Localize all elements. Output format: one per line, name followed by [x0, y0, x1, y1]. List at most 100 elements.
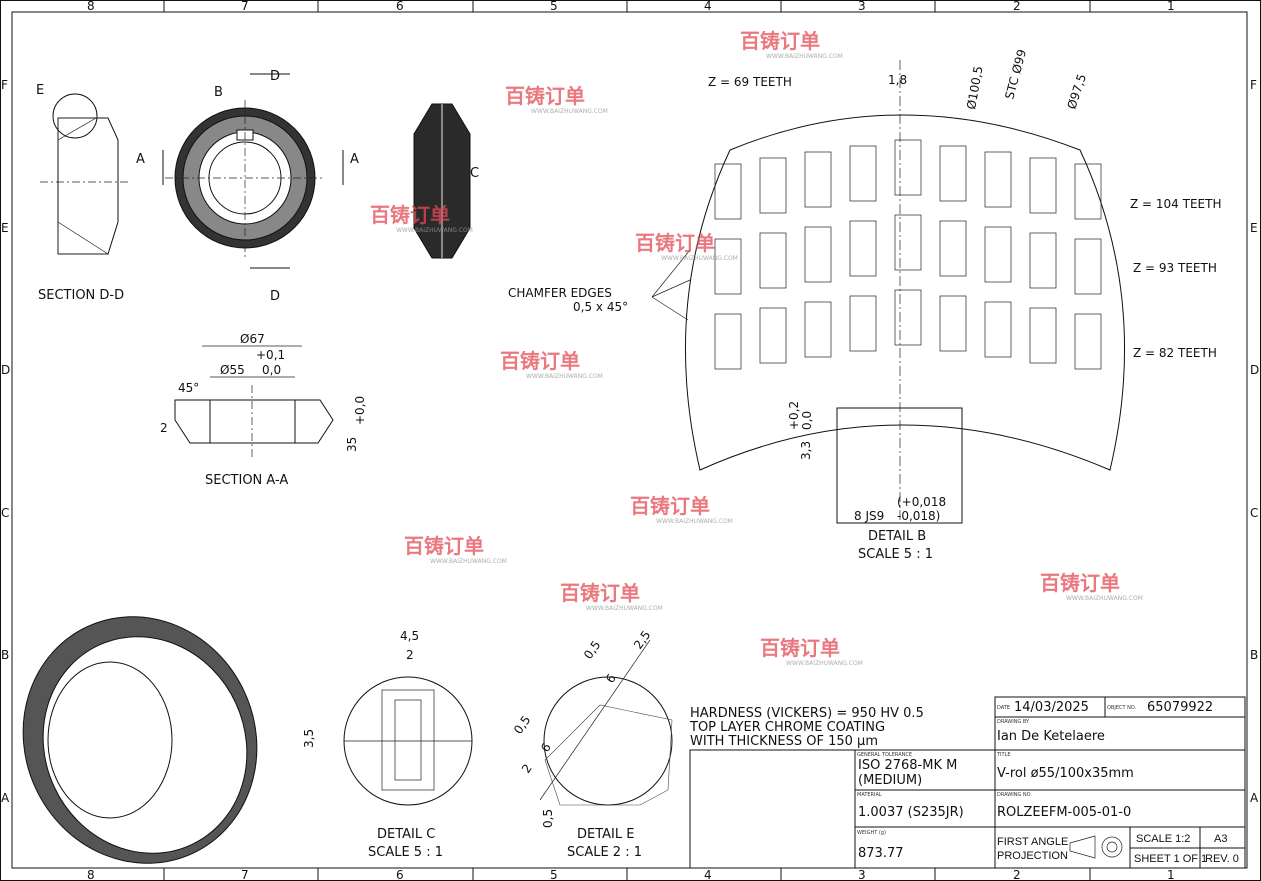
- material-label: MATERIAL: [857, 792, 882, 798]
- dim-tolerance: -0,018): [897, 509, 940, 523]
- gear-tooth: [1029, 157, 1057, 214]
- weight-label: WEIGHT (g): [857, 830, 886, 836]
- detail-e-title: DETAIL E: [577, 827, 634, 842]
- note-coating: TOP LAYER CHROME COATING: [689, 720, 885, 735]
- dim-2-5: 2,5: [631, 628, 653, 652]
- row-label: B: [1250, 648, 1258, 662]
- weight-value: 873.77: [858, 846, 904, 861]
- section-a-marker: A: [136, 152, 145, 167]
- watermark-logo: 百铸订单: [560, 581, 640, 605]
- row-label: F: [1, 78, 8, 92]
- dim-0-5: 0,5: [581, 638, 603, 662]
- section-dd-view: E SECTION D-D: [36, 83, 130, 303]
- date-label: DATE: [997, 705, 1010, 711]
- dim-6: 6: [538, 740, 554, 754]
- row-label: B: [1, 648, 9, 662]
- label-teeth-82: Z = 82 TEETH: [1133, 346, 1217, 360]
- drawn-by-value: Ian De Ketelaere: [997, 729, 1105, 744]
- watermark-logo: 百铸订单: [370, 203, 450, 227]
- title-label: TITLE: [996, 752, 1011, 758]
- label-teeth-104: Z = 104 TEETH: [1130, 197, 1221, 211]
- dim-key-width: 8 JS9: [854, 509, 884, 523]
- gear-tooth: [939, 145, 967, 202]
- row-label: D: [1250, 363, 1259, 377]
- column-label: 4: [704, 868, 712, 881]
- section-aa-title: SECTION A-A: [205, 473, 288, 488]
- column-label: 6: [396, 0, 404, 13]
- dim-2: 2: [519, 761, 535, 775]
- dim-chamfer-angle: 45°: [178, 381, 199, 395]
- column-label: 8: [87, 868, 95, 881]
- gear-tooth: [894, 289, 922, 346]
- section-dd-title: SECTION D-D: [38, 288, 124, 303]
- detail-b-view: Z = 69 TEETH 1,8 Ø100,5 STC Ø99 Ø97,5 Z …: [508, 48, 1221, 562]
- section-d-marker: D: [270, 289, 280, 304]
- watermark-logo: 百铸订单: [630, 494, 710, 518]
- gear-tooth: [1029, 232, 1057, 289]
- detail-b-marker: B: [214, 85, 223, 100]
- gear-tooth: [939, 295, 967, 352]
- detail-c-scale: SCALE 5 : 1: [368, 845, 443, 860]
- column-label: 2: [1013, 868, 1021, 881]
- watermark-url: WWW.BAIZHUWANG.COM: [396, 227, 473, 234]
- row-label: E: [1250, 221, 1258, 235]
- gear-tooth: [759, 232, 787, 289]
- dim-tolerance: 0,0: [800, 411, 814, 430]
- title-block: DATE 14/03/2025 OBJECT NO. 65079922 DRAW…: [689, 696, 1246, 869]
- watermark-url: WWW.BAIZHUWANG.COM: [430, 558, 507, 565]
- gear-side-view: C: [413, 103, 479, 259]
- gear-tooth: [759, 157, 787, 214]
- dim-0-5: 0,5: [511, 713, 533, 737]
- column-label: 4: [704, 0, 712, 13]
- object-no-label: OBJECT NO.: [1107, 705, 1137, 711]
- dim-tolerance: (+0,018: [897, 495, 946, 509]
- tolerance-value: ISO 2768-MK M: [858, 758, 957, 773]
- column-label: 7: [241, 868, 249, 881]
- watermark-url: WWW.BAIZHUWANG.COM: [656, 518, 733, 525]
- row-label: A: [1, 791, 10, 805]
- dim-tolerance: +0,2: [787, 401, 801, 430]
- dim-2: 2: [406, 648, 414, 662]
- detail-c-title: DETAIL C: [377, 827, 435, 842]
- date-value: 14/03/2025: [1014, 700, 1089, 715]
- first-angle-projection-icon: [1069, 835, 1123, 859]
- detail-c-marker: C: [470, 166, 479, 181]
- label-chamfer-size: 0,5 x 45°: [573, 300, 628, 314]
- dim-height: 35: [345, 437, 359, 452]
- frame-row-labels: F E D C B A F E D C B A: [1, 78, 1259, 805]
- dim-diameter-100-5: Ø100,5: [964, 65, 985, 111]
- watermark-logo: 百铸订单: [760, 636, 840, 660]
- isometric-view: [22, 616, 258, 864]
- section-d-marker: D: [270, 69, 280, 84]
- gear-tooth: [804, 151, 832, 208]
- gear-tooth: [849, 295, 877, 352]
- detail-e-scale: SCALE 2 : 1: [567, 845, 642, 860]
- column-label: 1: [1167, 868, 1175, 881]
- drawing-no-label: DRAWING NO.: [997, 792, 1032, 798]
- column-label: 5: [550, 0, 558, 13]
- dim-diameter-97-5: Ø97,5: [1065, 72, 1089, 111]
- dim-key-depth: 3,3: [799, 441, 813, 460]
- gear-tooth: [984, 151, 1012, 208]
- column-label: 3: [858, 868, 866, 881]
- scale-value: SCALE 1:2: [1136, 833, 1190, 845]
- section-aa-view: Ø67 +0,1 Ø55 0,0 45° 2 +0,0 35 SECTION A…: [160, 332, 367, 488]
- notes: HARDNESS (VICKERS) = 950 HV 0.5 TOP LAYE…: [689, 706, 924, 749]
- gear-tooth: [984, 226, 1012, 283]
- dim-outer-diameter: Ø67: [240, 332, 265, 346]
- note-hardness: HARDNESS (VICKERS) = 950 HV 0.5: [690, 706, 924, 721]
- label-teeth-69: Z = 69 TEETH: [708, 75, 792, 89]
- gear-tooth: [894, 139, 922, 196]
- gear-tooth: [1029, 307, 1057, 364]
- row-label: E: [1, 221, 9, 235]
- watermark-url: WWW.BAIZHUWANG.COM: [786, 660, 863, 667]
- gear-tooth: [714, 238, 742, 295]
- label-teeth-93: Z = 93 TEETH: [1133, 261, 1217, 275]
- detail-b-scale: SCALE 5 : 1: [858, 547, 933, 562]
- row-label: C: [1250, 506, 1258, 520]
- watermark-logo: 百铸订单: [1040, 571, 1120, 595]
- dim-4-5: 4,5: [400, 629, 419, 643]
- tolerance-label: GENERAL TOLERANCE: [857, 752, 912, 758]
